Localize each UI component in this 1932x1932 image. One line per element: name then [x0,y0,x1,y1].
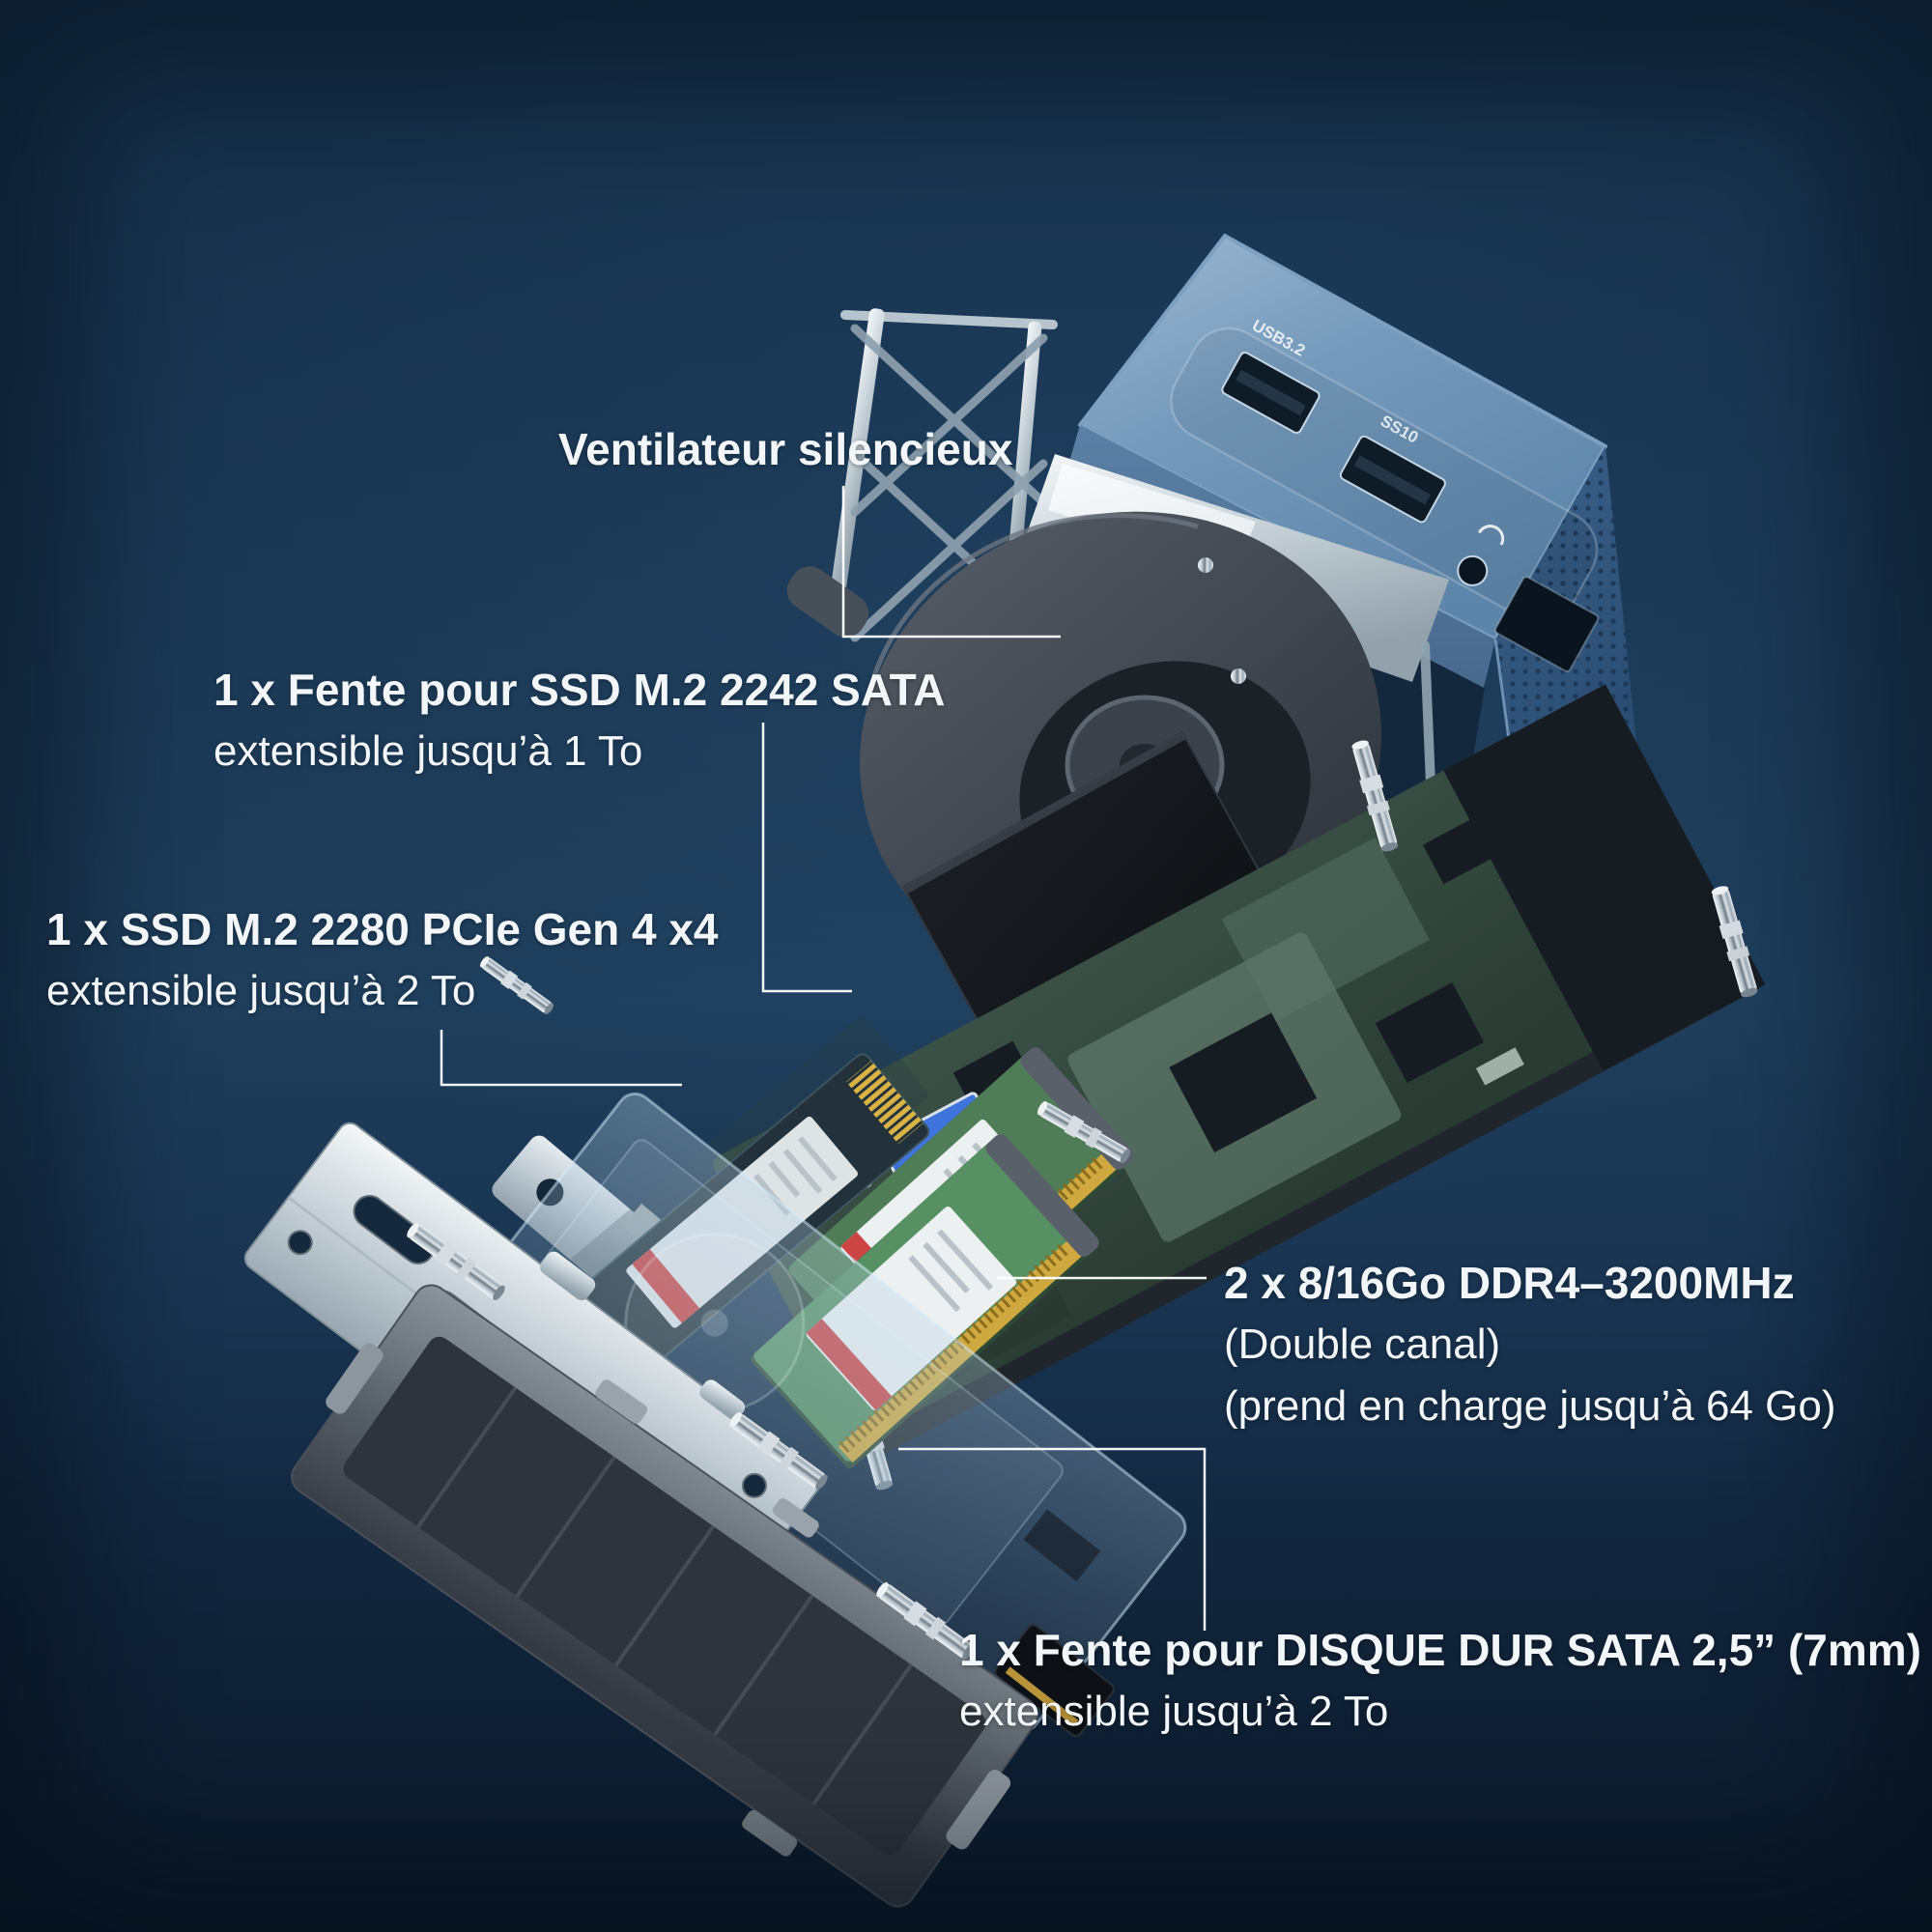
m2-2242-title: 1 x Fente pour SSD M.2 2242 SATA [213,665,946,715]
headphone-jack [1457,554,1489,586]
fan-edge-highlight [871,513,1199,677]
hdd-ghost [470,1092,1187,1738]
m2-2242-subtitle: extensible jusqu’à 1 To [213,727,643,775]
fan-screw-pin-1 [1198,557,1213,573]
bottom-caddy [291,1284,1038,1908]
ram-subtitle-2: (prend en charge jusqu’à 64 Go) [1224,1382,1836,1430]
usb-a-tongue [1236,369,1306,416]
headphone-icon [1477,525,1505,546]
callout-m2-2242-label: 1 x Fente pour SSD M.2 2242 SATA extensi… [213,659,946,782]
fan-mount-tab [786,566,869,638]
hdd-title: 1 x Fente pour DISQUE DUR SATA 2,5” (7mm… [959,1625,1921,1675]
ram-title: 2 x 8/16Go DDR4–3200MHz [1224,1258,1795,1308]
hdd-subtitle: extensible jusqu’à 2 To [959,1688,1389,1735]
ram-subtitle-1: (Double canal) [1224,1321,1501,1368]
callout-fan-label: Ventilateur silencieux [558,418,1012,480]
callout-line-fan [841,486,1061,639]
m2-2280-title: 1 x SSD M.2 2280 PCIe Gen 4 x4 [46,904,719,954]
m2-2280-subtitle: extensible jusqu’à 2 To [46,967,476,1014]
callout-ram-label: 2 x 8/16Go DDR4–3200MHz (Double canal) (… [1224,1252,1836,1437]
card-slot [1494,576,1600,672]
callout-hdd-label: 1 x Fente pour DISQUE DUR SATA 2,5” (7mm… [959,1619,1921,1743]
usb-a-10gbps-tongue [1353,455,1432,505]
ssd-gold-pins [845,1061,924,1145]
callout-line-m2-2280 [440,1030,682,1087]
io-block [1443,684,1766,1071]
callout-line-hdd [898,1447,1207,1631]
callout-line-m2-2242 [761,723,852,993]
chips [952,817,1495,1153]
callout-lines [440,486,1207,1631]
fan-label-title: Ventilateur silencieux [558,424,1013,474]
fan-screw-pin-2 [1231,668,1246,684]
frame-post-left [826,308,885,625]
callout-m2-2280-label: 1 x SSD M.2 2280 PCIe Gen 4 x4 extensibl… [46,898,718,1022]
